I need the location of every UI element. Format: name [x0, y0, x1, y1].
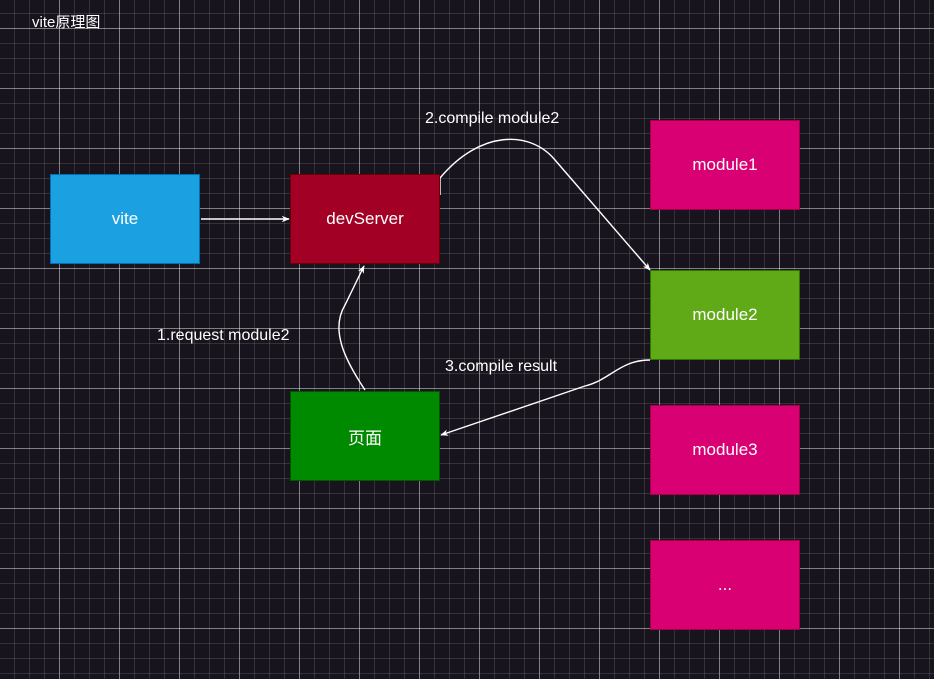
node-page-label: 页面 [348, 428, 382, 448]
node-module2[interactable]: module2 [650, 270, 800, 360]
node-devserver-label: devServer [326, 209, 404, 228]
node-module-more[interactable]: ... [650, 540, 800, 630]
node-devserver[interactable]: devServer [290, 174, 440, 264]
edge-devserver-to-module2 [439, 138, 651, 271]
node-module1[interactable]: module1 [650, 120, 800, 210]
node-module3[interactable]: module3 [650, 405, 800, 495]
edge-page-to-devserver [338, 265, 366, 391]
node-module2-label: module2 [692, 305, 758, 324]
node-module1-label: module1 [692, 155, 758, 174]
node-vite-label: vite [111, 209, 139, 228]
edge-label-request-module2: 1.request module2 [157, 327, 290, 344]
edge-label-compile-module2: 2.compile module2 [425, 110, 560, 127]
diagram-title: vite原理图 [32, 14, 101, 31]
node-page[interactable]: 页面 [290, 391, 440, 481]
edge-label-compile-result: 3.compile result [445, 358, 558, 375]
node-module-more-label: ... [717, 575, 733, 594]
edge-module2-to-page [440, 359, 651, 436]
node-module3-label: module3 [692, 440, 758, 459]
node-vite[interactable]: vite [50, 174, 200, 264]
